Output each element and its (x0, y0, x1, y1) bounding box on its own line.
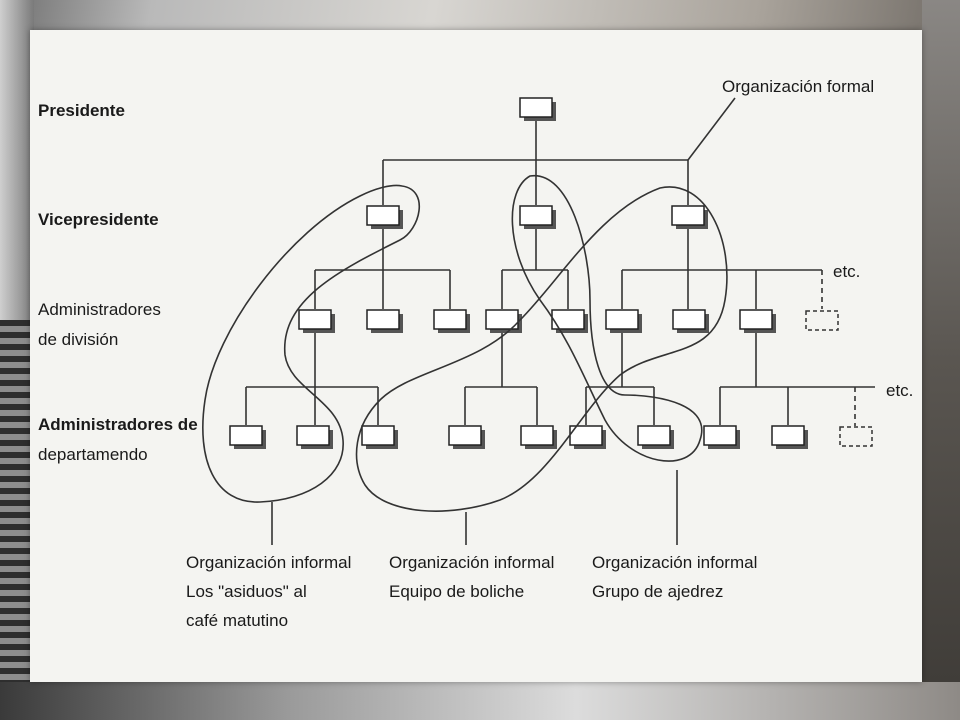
loop-cafe-matutino (202, 184, 420, 503)
level-division-line2: de división (38, 330, 118, 349)
box-vicepresidente-1 (366, 205, 403, 229)
level-presidente: Presidente (38, 101, 125, 120)
box-depto-7 (637, 425, 674, 449)
formal-connectors (245, 97, 875, 426)
box-depto-3 (361, 425, 398, 449)
box-depto-9 (771, 425, 808, 449)
box-division-7 (672, 309, 709, 333)
informal-3-line1: Organización informal (592, 553, 757, 572)
background-building-top (0, 0, 34, 320)
box-division-5 (551, 309, 588, 333)
box-vicepresidente-3 (671, 205, 708, 229)
background-right (922, 0, 960, 720)
level-depto-line1: Administradores de (38, 415, 198, 434)
diagram-panel (30, 30, 922, 682)
box-depto-1 (229, 425, 266, 449)
informal-1-line3: café matutino (186, 611, 288, 630)
box-division-2 (366, 309, 403, 333)
level-depto-line2: departamendo (38, 445, 148, 464)
box-division-8 (739, 309, 776, 333)
level-vicepresidente: Vicepresidente (38, 210, 159, 229)
org-boxes (229, 97, 873, 449)
box-depto-dashed (839, 426, 873, 447)
box-division-1 (298, 309, 335, 333)
box-division-dashed (805, 310, 839, 331)
box-depto-2 (296, 425, 333, 449)
box-depto-5 (520, 425, 557, 449)
formal-organization-label: Organización formal (722, 77, 874, 96)
box-division-6 (605, 309, 642, 333)
level-division-line1: Administradores (38, 300, 161, 319)
informal-1-line2: Los "asiduos" al (186, 582, 307, 601)
informal-2-line1: Organización informal (389, 553, 554, 572)
box-vicepresidente-2 (519, 205, 556, 229)
loop-grupo-ajedrez (511, 175, 703, 462)
etc-depto: etc. (886, 381, 913, 400)
box-division-4 (485, 309, 522, 333)
loop-equipo-boliche (355, 186, 728, 512)
informal-loops (202, 175, 728, 545)
box-presidente (519, 97, 556, 121)
informal-1-line1: Organización informal (186, 553, 351, 572)
etc-division: etc. (833, 262, 860, 281)
box-depto-8 (703, 425, 740, 449)
background-bottom (0, 682, 960, 720)
box-depto-4 (448, 425, 485, 449)
box-division-3 (433, 309, 470, 333)
informal-3-line2: Grupo de ajedrez (592, 582, 723, 601)
box-depto-6 (569, 425, 606, 449)
informal-2-line2: Equipo de boliche (389, 582, 524, 601)
